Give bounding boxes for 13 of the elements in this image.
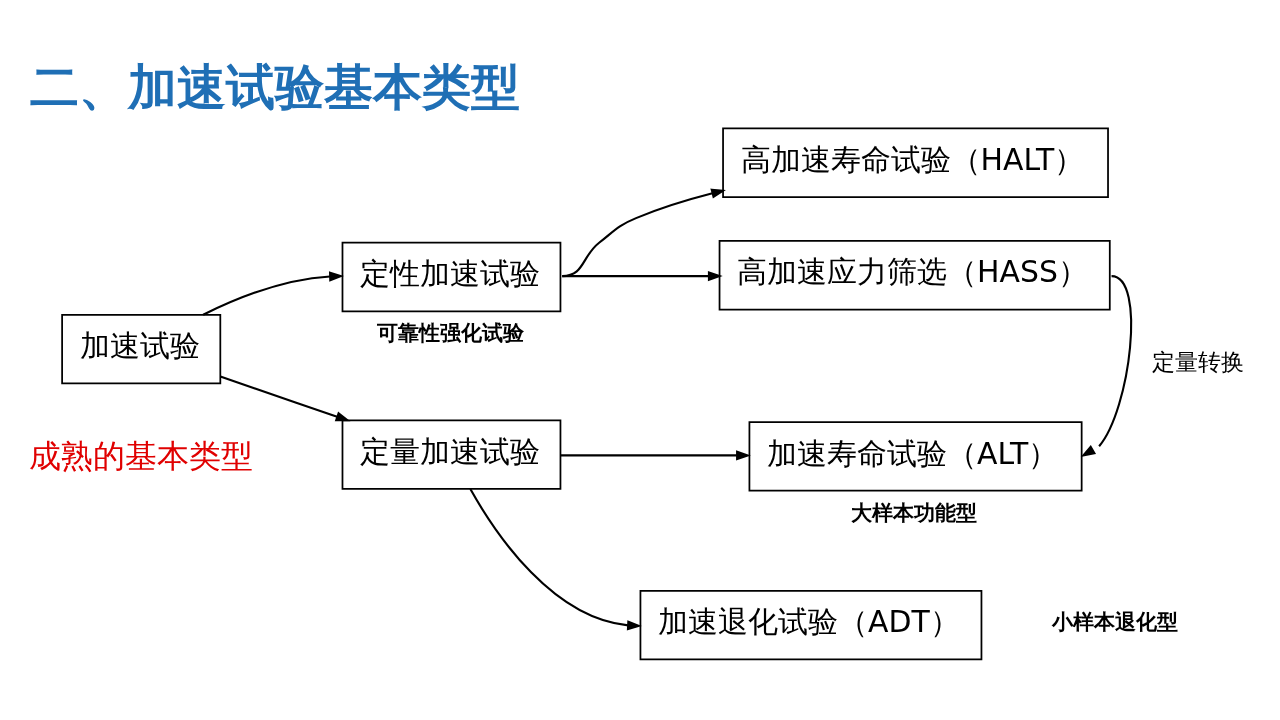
arrow [560, 449, 751, 461]
node-label: 小样本退化型 [1051, 608, 1178, 634]
node-label: 可靠性强化试验 [376, 319, 524, 345]
arrow [202, 270, 344, 316]
node-label: 大样本功能型 [851, 499, 978, 525]
label: 成熟的基本类型 [29, 437, 254, 474]
arrow [469, 488, 642, 631]
diagram-title: 二、加速试验基本类型 [29, 57, 520, 116]
arrow [562, 270, 723, 281]
arrow [1080, 274, 1133, 457]
edge-label: 定量转换 [1151, 348, 1244, 375]
arrow [562, 188, 726, 277]
arrow [220, 375, 351, 421]
